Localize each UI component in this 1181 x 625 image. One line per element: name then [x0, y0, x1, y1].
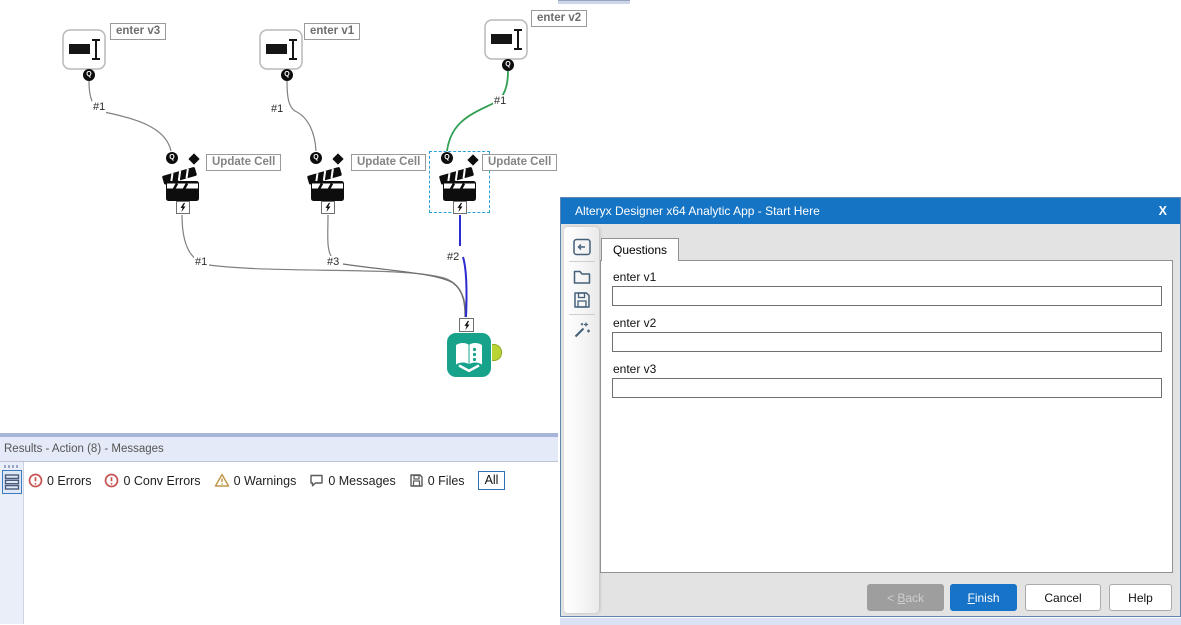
macro-book-tool-icon[interactable]	[447, 333, 491, 377]
warnings-filter[interactable]: 0 Warnings	[214, 473, 297, 488]
tool-annotation[interactable]: enter v2	[531, 10, 588, 27]
text-box-tool-icon[interactable]	[62, 29, 106, 70]
lightning-bolt-icon	[325, 202, 331, 213]
all-filter-button[interactable]: All	[477, 471, 506, 490]
wire-label: #1	[194, 256, 209, 268]
action-output-anchor[interactable]	[453, 201, 467, 214]
wire-label: #1	[270, 103, 285, 115]
workflow-canvas[interactable]: enter v3 Q #1 enter v1 Q #1 enter v2 Q #…	[0, 0, 588, 433]
question-input-v3[interactable]	[612, 378, 1162, 398]
warning-triangle-icon	[214, 473, 229, 487]
errors-count-label: 0 Errors	[47, 473, 92, 488]
tool-annotation[interactable]: Update Cell	[482, 154, 558, 171]
back-button: < Back	[867, 584, 944, 611]
dialog-body: Questions enter v1 enter v2 enter v3 < B…	[561, 224, 1180, 617]
magic-wand-icon	[574, 322, 590, 337]
action-output-anchor[interactable]	[321, 201, 335, 214]
tool-annotation[interactable]: Update Cell	[351, 154, 427, 171]
questions-panel: enter v1 enter v2 enter v3	[600, 260, 1173, 573]
app-background-strip	[560, 618, 1181, 625]
lightning-bolt-icon	[464, 320, 469, 330]
lightning-bolt-icon	[180, 202, 186, 213]
question-input-anchor[interactable]: Q	[166, 152, 178, 164]
action-tool-icon[interactable]	[161, 161, 201, 201]
question-input-v1[interactable]	[612, 286, 1162, 306]
error-icon	[28, 473, 43, 488]
message-list-icon	[4, 474, 19, 490]
panel-grip-handle[interactable]	[3, 465, 20, 468]
open-values-button[interactable]	[571, 266, 593, 287]
back-arrow-box-icon	[572, 238, 591, 255]
lightning-bolt-icon	[457, 202, 463, 213]
action-tool-icon[interactable]	[438, 161, 478, 201]
results-toolbar: 0 Errors 0 Conv Errors	[24, 462, 558, 499]
help-button[interactable]: Help	[1109, 584, 1172, 611]
tab-questions[interactable]: Questions	[601, 238, 680, 261]
speech-bubble-icon	[310, 474, 324, 487]
results-panel-top-border	[0, 433, 558, 437]
question-input-anchor[interactable]: Q	[310, 152, 322, 164]
close-icon[interactable]: X	[1158, 204, 1167, 218]
tool-annotation[interactable]: enter v1	[304, 23, 361, 40]
wire-label: #3	[326, 256, 341, 268]
cancel-button[interactable]: Cancel	[1025, 584, 1101, 611]
question-input-v2[interactable]	[612, 332, 1162, 352]
errors-filter[interactable]: 0 Errors	[28, 473, 91, 488]
results-panel-title: Results - Action (8) - Messages	[0, 437, 558, 462]
conv-error-icon	[105, 473, 119, 488]
question-label-v2: enter v2	[613, 316, 657, 330]
results-view-strip	[0, 462, 24, 624]
macro-input-anchor[interactable]	[459, 318, 474, 332]
save-floppy-icon	[573, 291, 590, 308]
question-input-anchor[interactable]: Q	[441, 152, 453, 164]
restore-defaults-button[interactable]	[571, 236, 593, 257]
sidebar-separator	[568, 314, 595, 315]
action-output-anchor[interactable]	[176, 201, 190, 214]
sidebar-separator	[568, 261, 595, 262]
folder-icon	[573, 270, 590, 284]
question-output-anchor[interactable]: Q	[502, 59, 514, 71]
warnings-count-label: 0 Warnings	[233, 473, 297, 488]
question-output-anchor[interactable]: Q	[281, 69, 293, 81]
tool-annotation[interactable]: Update Cell	[206, 154, 282, 171]
dialog-titlebar[interactable]: Alteryx Designer x64 Analytic App - Star…	[561, 198, 1180, 224]
wire-label: #2	[446, 251, 461, 263]
files-filter[interactable]: 0 Files	[409, 473, 465, 488]
question-label-v1: enter v1	[613, 270, 657, 284]
text-box-tool-icon[interactable]	[259, 29, 303, 70]
messages-count-label: 0 Messages	[328, 473, 396, 488]
dialog-sidebar	[564, 227, 599, 613]
wire-label: #1	[493, 95, 508, 107]
results-panel: Results - Action (8) - Messages	[0, 433, 558, 625]
action-tool-icon[interactable]	[306, 161, 346, 201]
connection-wires	[88, 70, 509, 318]
question-output-anchor[interactable]: Q	[83, 69, 95, 81]
results-message-area: 0 Errors 0 Conv Errors	[24, 462, 558, 624]
files-count-label: 0 Files	[427, 473, 465, 488]
tool-annotation[interactable]: enter v3	[110, 23, 167, 40]
finish-button[interactable]: Finish	[950, 584, 1017, 611]
conv-errors-filter[interactable]: 0 Conv Errors	[104, 473, 201, 488]
wizard-button[interactable]	[571, 319, 593, 340]
text-box-tool-icon[interactable]	[484, 19, 528, 60]
analytic-app-dialog: Alteryx Designer x64 Analytic App - Star…	[560, 197, 1181, 617]
wire-label: #1	[92, 101, 107, 113]
dialog-title: Alteryx Designer x64 Analytic App - Star…	[575, 204, 820, 218]
messages-filter[interactable]: 0 Messages	[309, 473, 396, 488]
conv-errors-count-label: 0 Conv Errors	[123, 473, 201, 488]
save-values-button[interactable]	[571, 289, 593, 310]
floppy-disk-icon	[410, 474, 423, 487]
messages-view-button[interactable]	[1, 470, 22, 494]
question-label-v3: enter v3	[613, 362, 657, 376]
